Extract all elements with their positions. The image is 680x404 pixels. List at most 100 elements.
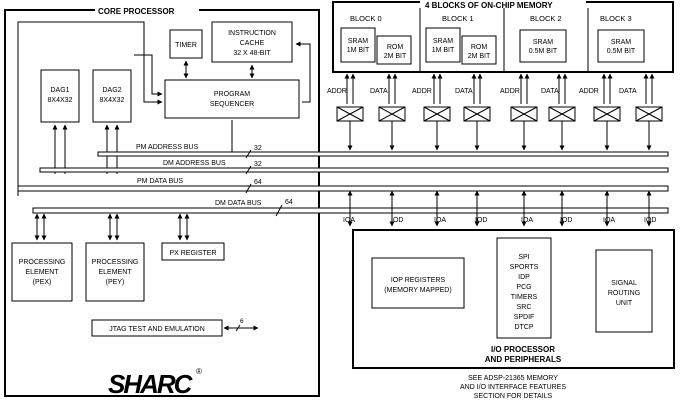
block1-sram [425, 27, 461, 63]
sharc-logo-mark: ® [196, 367, 202, 376]
block0-sram-label: SRAM [348, 38, 368, 45]
block2-sram-size: 0.5M BIT [529, 48, 558, 55]
block1-sram-label: SRAM [433, 38, 453, 45]
block2-ioa-label: IOA [521, 217, 533, 224]
dag2-size: 8X4X32 [100, 97, 125, 104]
pex-label-1: PROCESSING [19, 259, 66, 266]
dag1-block [40, 69, 80, 123]
block2-iod-label: IOD [560, 217, 572, 224]
pey-label-2: ELEMENT [98, 269, 132, 276]
block1-data-label: DATA [455, 88, 473, 95]
pex-label-3: (PEX) [33, 279, 52, 286]
note-line-1: SEE ADSP-21365 MEMORY [468, 375, 558, 382]
block3-ioa-label: IOA [603, 217, 615, 224]
block2-data-label: DATA [541, 88, 559, 95]
cache-label-2: CACHE [240, 40, 265, 47]
sharc-logo: SHARC [108, 369, 194, 399]
periph-pcg: PCG [516, 284, 531, 291]
block0-ioa-label: IOA [343, 217, 355, 224]
core-processor-frame [4, 9, 320, 397]
pex-block [11, 242, 73, 302]
block3-sram [597, 29, 645, 63]
block2-sram-label: SRAM [533, 39, 553, 46]
iop-registers-label: IOP REGISTERS [391, 277, 446, 284]
block0-rom [376, 35, 412, 65]
iop-registers-block [371, 257, 465, 309]
sequencer-label-2: SEQUENCER [210, 101, 254, 108]
iop-registers-sub: (MEMORY MAPPED) [384, 287, 451, 294]
block1-rom-label: ROM [471, 44, 488, 51]
block1-rom [461, 35, 497, 65]
peripherals-block [496, 237, 552, 339]
block3-sram-label: SRAM [611, 39, 631, 46]
note-line-2: AND I/O INTERFACE FEATURES [460, 384, 566, 391]
block2-sram [519, 29, 567, 63]
dag2-block [92, 69, 132, 123]
pey-block [85, 242, 145, 302]
port-switch-cross-b-2 [378, 106, 406, 122]
dm-address-bus [39, 167, 669, 173]
memory-port-switches [336, 73, 663, 227]
dag-to-sequencer-line [134, 54, 163, 97]
block1-label: BLOCK 1 [442, 14, 474, 23]
block0-addr-label: ADDR [327, 88, 347, 95]
port-switch-cross-b-4 [463, 106, 491, 122]
block2-label: BLOCK 2 [530, 14, 562, 23]
sru-label-3: UNIT [616, 300, 633, 307]
instruction-cache-block [211, 21, 293, 63]
io-processor-title-2: AND PERIPHERALS [485, 355, 562, 364]
block3-data-label: DATA [619, 88, 637, 95]
pm-address-bus-tick [245, 149, 252, 159]
block0-rom-label: ROM [387, 44, 404, 51]
port-switch-cross-b-7 [593, 106, 621, 122]
block3-label: BLOCK 3 [600, 14, 632, 23]
pm-data-bus-tick [245, 183, 252, 194]
port-switch-cross-b-1 [336, 106, 364, 122]
block1-addr-label: ADDR [412, 88, 432, 95]
io-processor-title-1: I/O PROCESSOR [491, 345, 555, 354]
block1-sram-size: 1M BIT [432, 47, 455, 54]
dm-data-bus-width: 64 [285, 199, 293, 206]
pm-data-bus [17, 185, 669, 192]
dm-data-bus-tick [275, 204, 283, 217]
dag1-label: DAG1 [50, 87, 69, 94]
pm-address-bus-width: 32 [254, 145, 262, 152]
core-processor-title: CORE PROCESSOR [98, 7, 175, 16]
periph-src: SRC [517, 304, 532, 311]
dag1-size: 8X4X32 [48, 97, 73, 104]
px-register-label: PX REGISTER [169, 250, 216, 257]
dm-address-bus-tick [245, 165, 252, 175]
program-sequencer-block [164, 79, 300, 119]
port-switch-cross-b-6 [548, 106, 576, 122]
block1-ioa-label: IOA [434, 217, 446, 224]
port-switch-cross-b-3 [423, 106, 451, 122]
block3-sram-size: 0.5M BIT [607, 48, 636, 55]
periph-idp: IDP [518, 274, 530, 281]
jtag-tick [235, 324, 241, 332]
dag2-label: DAG2 [102, 87, 121, 94]
jtag-block [91, 319, 223, 337]
pey-label-1: PROCESSING [92, 259, 139, 266]
timer-block [169, 29, 203, 59]
io-processor-frame [352, 229, 675, 369]
core-feedback-line [17, 21, 163, 196]
sru-label-2: ROUTING [608, 290, 640, 297]
periph-timers: TIMERS [511, 294, 538, 301]
sequencer-cache-loop [295, 41, 311, 103]
jtag-label: JTAG TEST AND EMULATION [109, 326, 205, 333]
block0-iod-label: IOD [391, 217, 403, 224]
dm-address-bus-width: 32 [254, 161, 262, 168]
pm-address-bus [97, 151, 669, 157]
pex-label-2: ELEMENT [25, 269, 59, 276]
block0-sram [340, 27, 376, 63]
pm-address-bus-label: PM ADDRESS BUS [136, 144, 199, 151]
port-switch-cross-b-5 [510, 106, 538, 122]
dm-data-bus-label: DM DATA BUS [215, 200, 262, 207]
block1-rom-size: 2M BIT [468, 53, 491, 60]
px-register-block [161, 242, 225, 261]
timer-label: TIMER [175, 42, 197, 49]
periph-sports: SPORTS [510, 264, 539, 271]
block3-iod-label: IOD [644, 217, 656, 224]
